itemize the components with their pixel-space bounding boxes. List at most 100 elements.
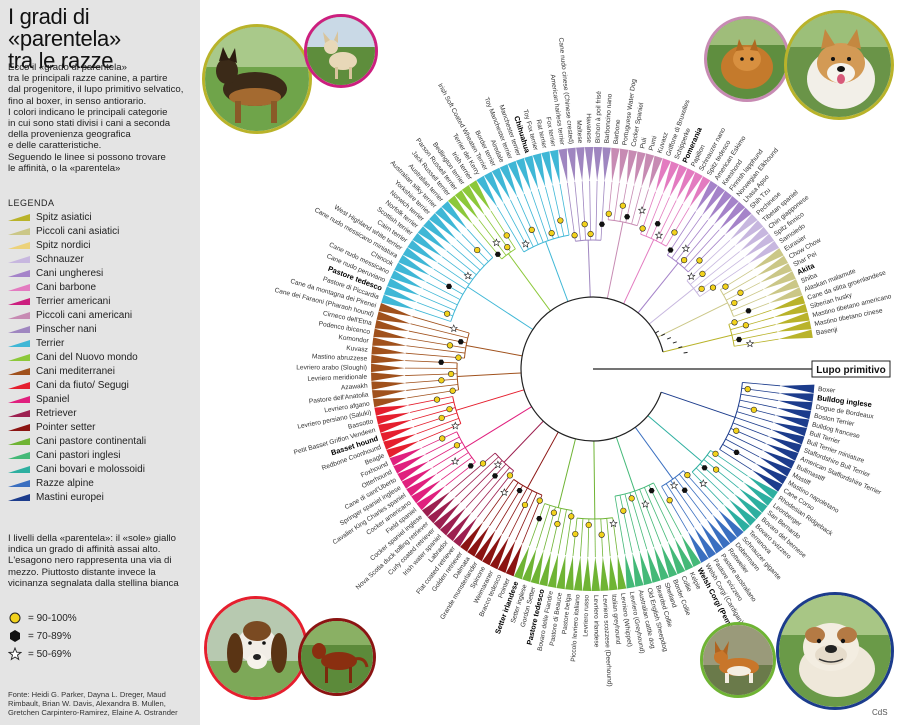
tree-branch (467, 228, 494, 258)
tree-branch (687, 234, 725, 273)
black-hexagon-icon (467, 463, 474, 469)
akita-image (787, 13, 891, 117)
breed-wedge (389, 447, 423, 466)
breed-wedge (380, 426, 415, 442)
legend-label: Pointer setter (36, 422, 96, 433)
breed-wedge (393, 454, 426, 474)
black-hexagon-icon (681, 487, 688, 493)
breed-label: Boxer (818, 386, 837, 395)
black-hexagon-icon (516, 487, 523, 494)
intro-line: in cui sono stati divisi i cani a second… (8, 118, 171, 130)
breed-label: Barbone (613, 119, 623, 145)
tree-branch (414, 309, 451, 322)
breed-wedge (769, 287, 803, 304)
yellow-sun-icon (712, 450, 719, 457)
tree-branch (419, 295, 456, 311)
legend-label: Spitz asiatici (36, 212, 92, 223)
breed-wedge (701, 185, 725, 216)
tree-branch (730, 316, 774, 331)
legend-label: Piccoli cani americani (36, 310, 133, 321)
tree-branch (523, 193, 544, 243)
breed-wedge (390, 270, 424, 289)
tree-branch (478, 219, 507, 256)
sidebar-panel (0, 0, 200, 725)
tree-branch (455, 456, 499, 498)
tree-branch (674, 477, 707, 520)
legend-swatch (8, 228, 30, 235)
intro-line: fino al boxer, in senso antiorario. (8, 95, 147, 107)
basset-hound-photo (204, 596, 308, 700)
levels-text: I livelli della «parentela»: il «sole» g… (8, 533, 198, 589)
tree-branch (606, 518, 611, 557)
breed-wedge (729, 213, 758, 241)
breed-wedge (706, 518, 731, 549)
yellow-sun-icon (620, 507, 627, 514)
yellow-sun-icon (709, 284, 717, 291)
tree-step (678, 346, 683, 349)
breed-wedge (489, 537, 509, 570)
breed-wedge (482, 533, 503, 566)
breed-wedge (567, 147, 576, 182)
yellow-sun-icon (446, 342, 454, 349)
tree-branch (619, 495, 633, 553)
breed-wedge (777, 320, 812, 332)
yellow-sun-icon (666, 497, 673, 504)
breed-wedge (374, 320, 409, 332)
tree-stem (467, 286, 534, 330)
tree-branch (406, 345, 466, 354)
yellow-sun-icon (453, 442, 461, 449)
yellow-sun-icon (605, 210, 612, 217)
tree-branch (422, 288, 458, 306)
yellow-sun-icon (521, 501, 529, 509)
breed-wedge (412, 233, 443, 257)
black-hexagon-icon (536, 516, 543, 522)
tree-branch (508, 490, 533, 538)
breed-wedge (453, 517, 478, 547)
breed-wedge (406, 473, 437, 497)
legend-swatch (8, 452, 30, 459)
breed-wedge (667, 541, 686, 575)
breed-wedge (386, 440, 420, 458)
tree-branch (425, 436, 460, 455)
breed-wedge (776, 407, 812, 420)
yellow-sun-icon (731, 319, 738, 326)
tree-branch (643, 487, 669, 542)
root-box (811, 360, 891, 378)
breed-wedge (461, 185, 485, 216)
breed-wedge (770, 429, 805, 445)
yellow-sun-icon (681, 256, 688, 264)
breed-wedge (743, 482, 773, 506)
white-star-icon (463, 271, 473, 280)
yellow-sun-icon (731, 299, 738, 307)
yellow-sun-icon (438, 377, 445, 384)
legend-item: Pointer setter (8, 421, 95, 434)
white-star-icon (500, 488, 509, 497)
breed-wedge (646, 549, 661, 583)
legend-label: Cani ungheresi (36, 268, 104, 279)
breed-wedge (539, 552, 551, 587)
breed-label: Pumi (648, 135, 659, 152)
levels-line: vicinanza segnalata dalla stellina bianc… (8, 577, 179, 589)
pomeranian-image (707, 19, 787, 99)
legend-item: Spaniel (8, 393, 69, 406)
yellow-sun-icon (671, 229, 678, 236)
breed-wedge (441, 201, 468, 230)
tree-branch (650, 197, 670, 239)
breed-wedge (515, 158, 532, 192)
white-star-icon (681, 244, 691, 253)
breed-wedge (600, 556, 609, 591)
legend-item: Cani barbone (8, 281, 96, 294)
legend-item: Terrier (8, 337, 64, 350)
breed-wedge (394, 262, 427, 282)
yellow-sun-icon (503, 232, 510, 239)
chihuahua-photo (304, 14, 378, 88)
breed-wedge (775, 312, 810, 325)
english-bulldog-photo (776, 592, 894, 710)
breed-wedge (712, 514, 738, 544)
breed-wedge (565, 555, 574, 591)
tree-branch (437, 262, 470, 285)
breed-wedge (378, 303, 413, 317)
breed-wedge (759, 456, 792, 477)
tree-branch (432, 447, 466, 468)
key-low-label: = 50-69% (28, 648, 72, 660)
